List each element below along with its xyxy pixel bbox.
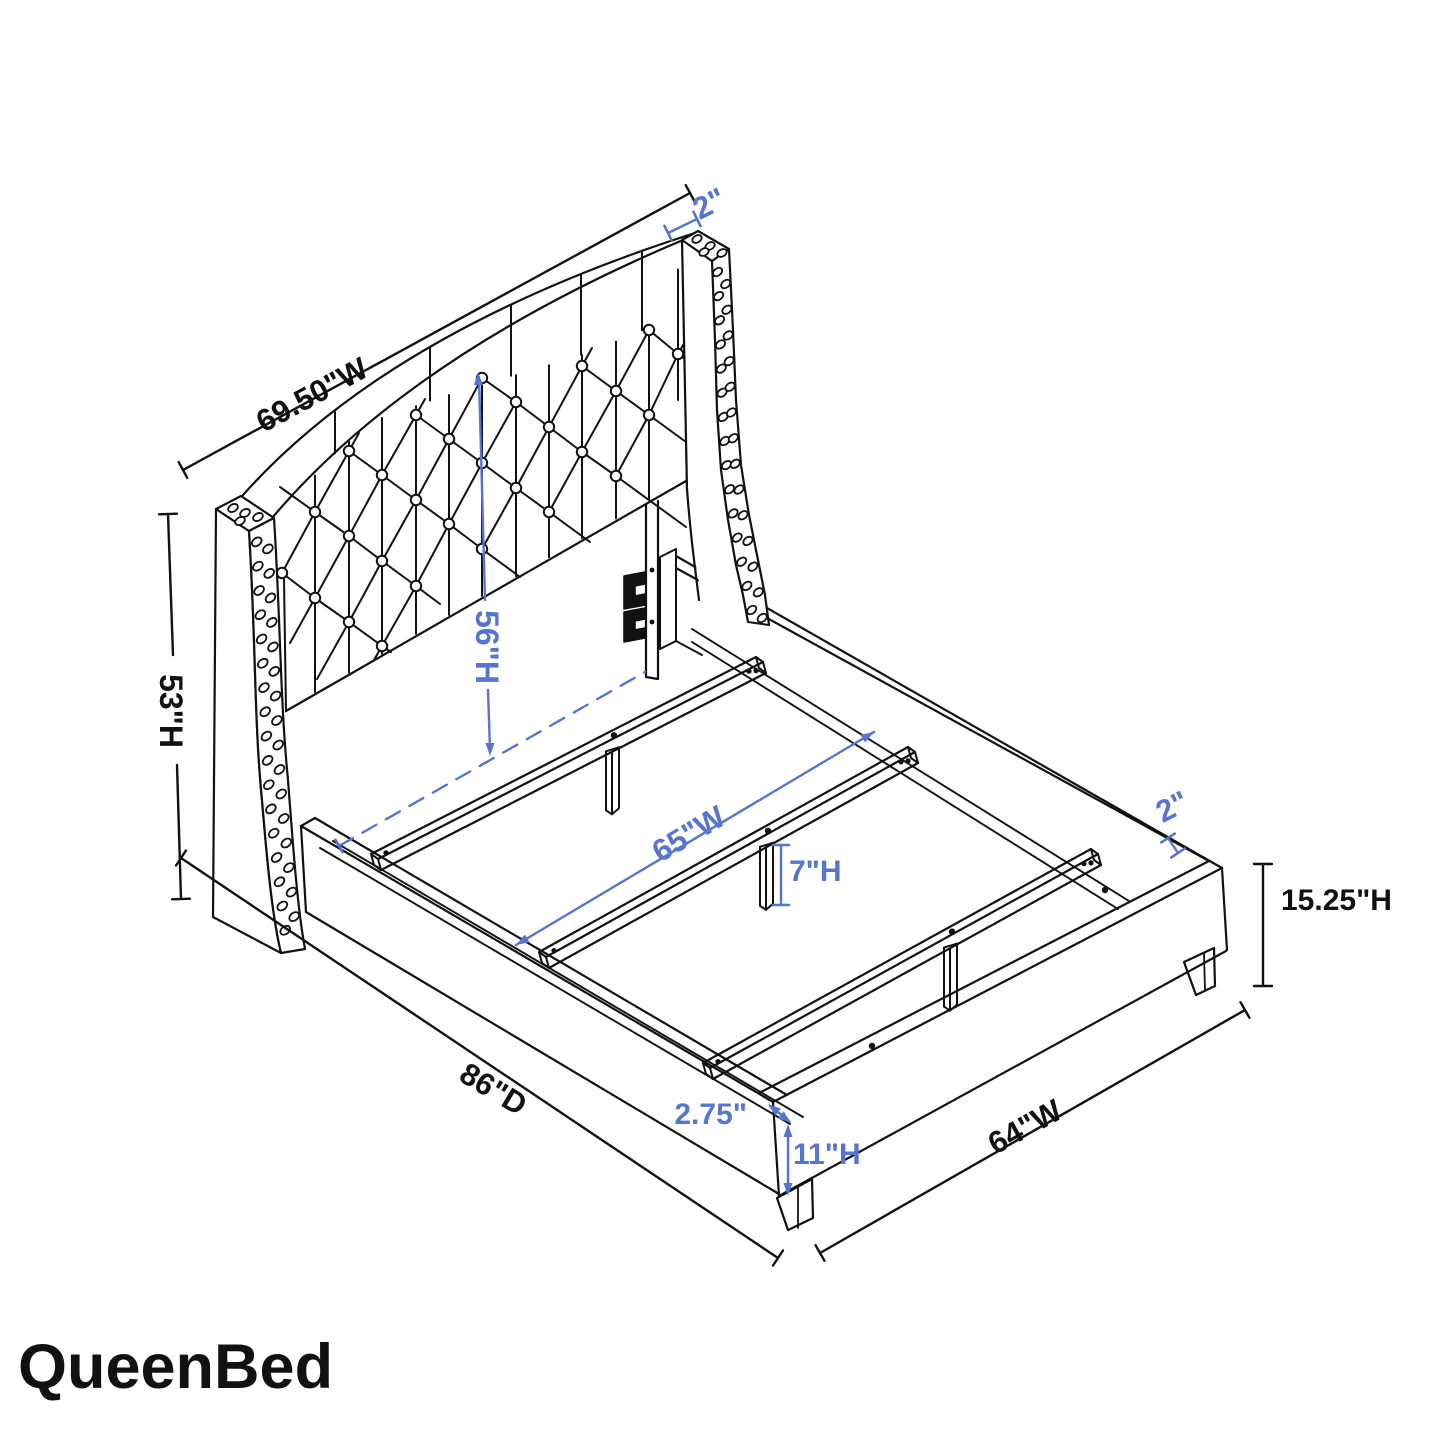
svg-text:15.25"H: 15.25"H [1281,884,1392,917]
svg-text:53"H: 53"H [153,674,189,748]
svg-text:QueenBed: QueenBed [18,1332,333,1402]
svg-text:2.75": 2.75" [674,1098,747,1131]
svg-text:11"H: 11"H [793,1138,861,1171]
svg-text:56"H: 56"H [469,610,505,684]
svg-text:7"H: 7"H [789,855,842,888]
